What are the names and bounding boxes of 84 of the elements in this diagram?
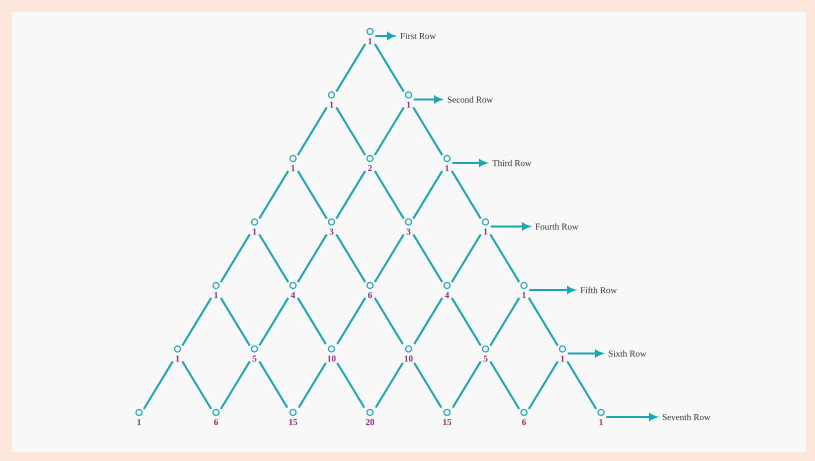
row-label: Second Row [448,96,493,103]
connector-line [374,362,404,408]
connector-line [181,360,212,410]
connector-line [450,170,482,220]
connector-line [528,360,559,410]
arrow [452,159,487,167]
row-label: Fifth Row [580,286,617,294]
connector-line [489,360,520,410]
number-label: 1 [520,282,528,298]
number-label: 4 [289,282,297,298]
connector-line [374,43,405,92]
connector-line [336,362,366,408]
connector-line [374,234,405,283]
number-label: 1 [328,91,336,108]
connector-line [412,234,444,283]
number-label: 1 [366,28,374,44]
connector-line [489,297,520,346]
connector-line [413,297,444,345]
connector-line [566,360,598,410]
connector-line [142,360,174,410]
connector-line [220,297,251,346]
connector-line [335,170,366,220]
connector-line [450,297,482,346]
connector-line [296,170,328,220]
row-label: Fourth Row [535,223,578,230]
connector-line [412,170,444,220]
number-label: 1 [135,408,143,426]
arrow [414,96,442,104]
connector-line [335,106,366,156]
connector-line [335,234,366,283]
number-label: 4 [443,282,451,298]
arrow [375,32,395,40]
number-label: 15 [289,408,298,426]
number-label: 3 [328,218,336,235]
number-label: 1 [443,154,451,172]
arrow [606,413,657,421]
connector-line [181,297,212,346]
connector-line [374,170,405,220]
connector-line [296,106,328,156]
number-label: 6 [520,408,528,426]
row-label: Seventh Row [662,414,710,420]
connector-line [296,297,327,345]
connector-line [258,234,290,283]
connector-line [220,234,251,283]
number-label: 15 [443,408,452,426]
connector-line [412,106,444,156]
number-label: 10 [328,345,336,362]
connector-line [258,360,288,408]
number-label: 1 [558,345,566,362]
arrow [568,350,603,358]
connector-line [220,360,251,410]
number-label: 2 [366,154,374,172]
connector-line [298,362,327,408]
arrow [490,222,530,230]
number-label: 1 [174,345,182,362]
connector-line [296,234,328,283]
number-label: 1 [289,154,297,172]
connector-line [450,234,482,283]
number-label: 1 [404,91,412,108]
number-label: 1 [482,218,490,235]
connector-line [336,297,366,345]
arrow [529,286,575,294]
connector-line [374,297,404,345]
connector-line [489,234,520,283]
connector-line [374,106,405,156]
connector-line [452,360,482,408]
number-label: 5 [482,345,490,362]
connector-line [335,43,366,92]
number-label: 1 [597,408,605,426]
number-label: 20 [366,408,374,426]
number-label: 5 [250,345,258,362]
number-label: 1 [212,282,220,298]
row-label: Third Row [492,160,532,166]
connector-line [528,297,559,346]
number-label: 6 [366,282,374,298]
row-label: First Row [400,32,436,40]
connector-line [258,297,290,346]
connector-line [258,170,290,220]
number-label: 10 [404,345,413,362]
number-label: 6 [212,408,220,426]
number-label: 1 [250,218,258,235]
number-label: 3 [404,218,412,235]
connector-line [413,362,442,408]
row-label: Sixth Row [608,350,646,357]
